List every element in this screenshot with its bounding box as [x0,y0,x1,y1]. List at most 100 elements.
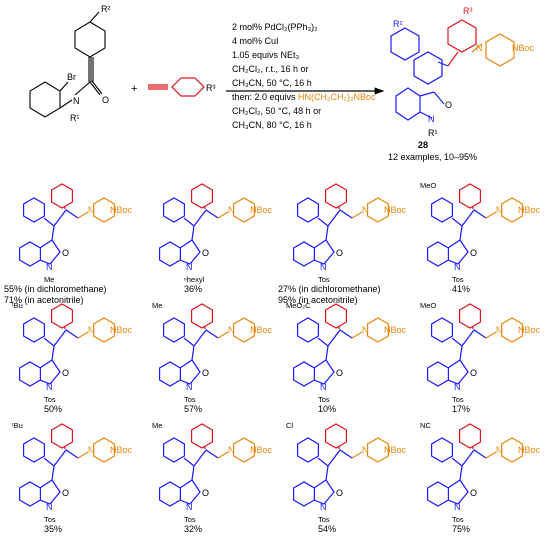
product-structure [159,183,255,267]
piperazine-n-label: N [362,325,369,335]
n-substituent-label: Tos [452,515,464,524]
piperazine-n-label: N [88,325,95,335]
carbonyl-o-label: O [202,248,209,258]
exocyclic-double-bond [325,345,329,361]
diene-chain [451,329,487,347]
then-condition-2: CH₃CN, 80 °C, 16 h [232,120,312,130]
yield-label: 95% (in acetonitrile) [278,295,358,305]
diene-chain [451,449,487,467]
aryl-ring [163,317,185,343]
oxindole-lactam-ring [39,479,61,505]
n-substituent-label: Tos [452,275,464,284]
aryl-ring [297,437,319,463]
oxindole-benzo-ring [293,361,315,387]
product-structure [159,423,255,507]
oxindole-benzo-ring [427,481,449,507]
aryl-ring [431,317,453,343]
product-28-structure [390,19,515,121]
oxindole-lactam-ring [179,239,201,265]
exocyclic-double-bond [191,345,195,361]
aryl-ring [431,197,453,223]
r1-label: R¹ [70,113,80,123]
diene-chain [183,329,219,347]
carbonyl-o-label: O [62,248,69,258]
then-reagent: HN(CH₂CH₂)₂NBoc [298,92,376,102]
aryl-substituent-label: NC [420,421,431,430]
n-substituent-label: Tos [318,515,330,524]
phenyl-ring [459,183,481,209]
exocyclic-double-bond [51,225,55,241]
diene-chain [451,209,487,227]
nboc-label: NBoc [384,205,407,215]
product-piperazine-n: N [476,43,483,53]
exocyclic-double-bond [191,225,195,241]
nboc-label: NBoc [250,325,273,335]
piperazine-ring [367,197,389,223]
oxindole-n-label: N [46,382,53,392]
piperazine-bond [77,451,89,459]
piperazine-ring [501,437,524,463]
yield-label: 41% [452,284,470,294]
carbonyl-o-label: O [202,488,209,498]
product-n-label: N [428,114,435,124]
n-substituent-label: ⁿhexyl [184,275,205,284]
nboc-label: NBoc [110,205,133,215]
aryl-ring [297,197,319,223]
phenyl-ring [50,303,74,329]
conditions-block: 2 mol% PdCl₂(PPh₃)₂ 4 mol% CuI 1.05 equi… [232,22,376,130]
piperazine-n-label: N [228,325,235,335]
then-prefix: then: 2.0 equivs [232,92,298,102]
phenyl-ring [191,303,213,329]
n-substituent-label: Tos [184,515,196,524]
examples-summary: 12 examples, 10–95% [388,152,477,162]
aryl-ring [23,437,46,463]
oxindole-lactam-ring [447,479,469,505]
piperazine-n-label: N [496,205,503,215]
carbonyl-o-label: O [62,488,69,498]
n-substituent-label: Tos [44,395,56,404]
product-structure [427,423,524,507]
yield-label: 10% [318,404,336,414]
oxindole-n-label: N [46,502,53,512]
exocyclic-double-bond [459,465,463,481]
phenyl-ring [325,423,347,449]
then-condition-1: CH₂Cl₂, 50 °C, 48 h or [232,106,321,116]
oxindole-lactam-ring [179,479,201,505]
yield-label: 17% [452,404,470,414]
product-r1-label: R¹ [428,128,438,138]
diene-chain [43,209,79,227]
oxindole-n-label: N [320,262,327,272]
product-structure [159,303,255,387]
nboc-label: NBoc [518,325,541,335]
oxindole-benzo-ring [159,241,181,267]
alkyne-r3-label: R³ [206,83,216,93]
product-structure [427,183,524,267]
diene-chain [183,209,219,227]
yield-label: 27% (in dichloromethane) [278,284,381,294]
carbonyl-o-label: O [470,368,477,378]
piperazine-n-label: N [88,445,95,455]
n-substituent-label: Tos [184,395,196,404]
then-line: then: 2.0 equivs HN(CH₂CH₂)₂NBoc [232,92,376,102]
oxindole-n-label: N [186,262,193,272]
oxindole-benzo-ring [293,481,315,507]
condition-line-3: 1.05 equivs NEt₃ [232,50,300,60]
piperazine-ring [233,437,255,463]
condition-line-4: CH₂Cl₂, r.t., 16 h or [232,64,309,74]
diene-chain [317,329,353,347]
oxindole-n-label: N [320,502,327,512]
oxindole-benzo-ring [159,481,181,507]
diene-chain [317,209,353,227]
piperazine-bond [351,451,363,459]
aryl-ring [431,437,453,463]
carbonyl-o-label: O [202,368,209,378]
piperazine-bond [485,211,497,219]
n-substituent-label: Me [44,275,54,284]
condition-line-2: 4 mol% CuI [232,36,279,46]
